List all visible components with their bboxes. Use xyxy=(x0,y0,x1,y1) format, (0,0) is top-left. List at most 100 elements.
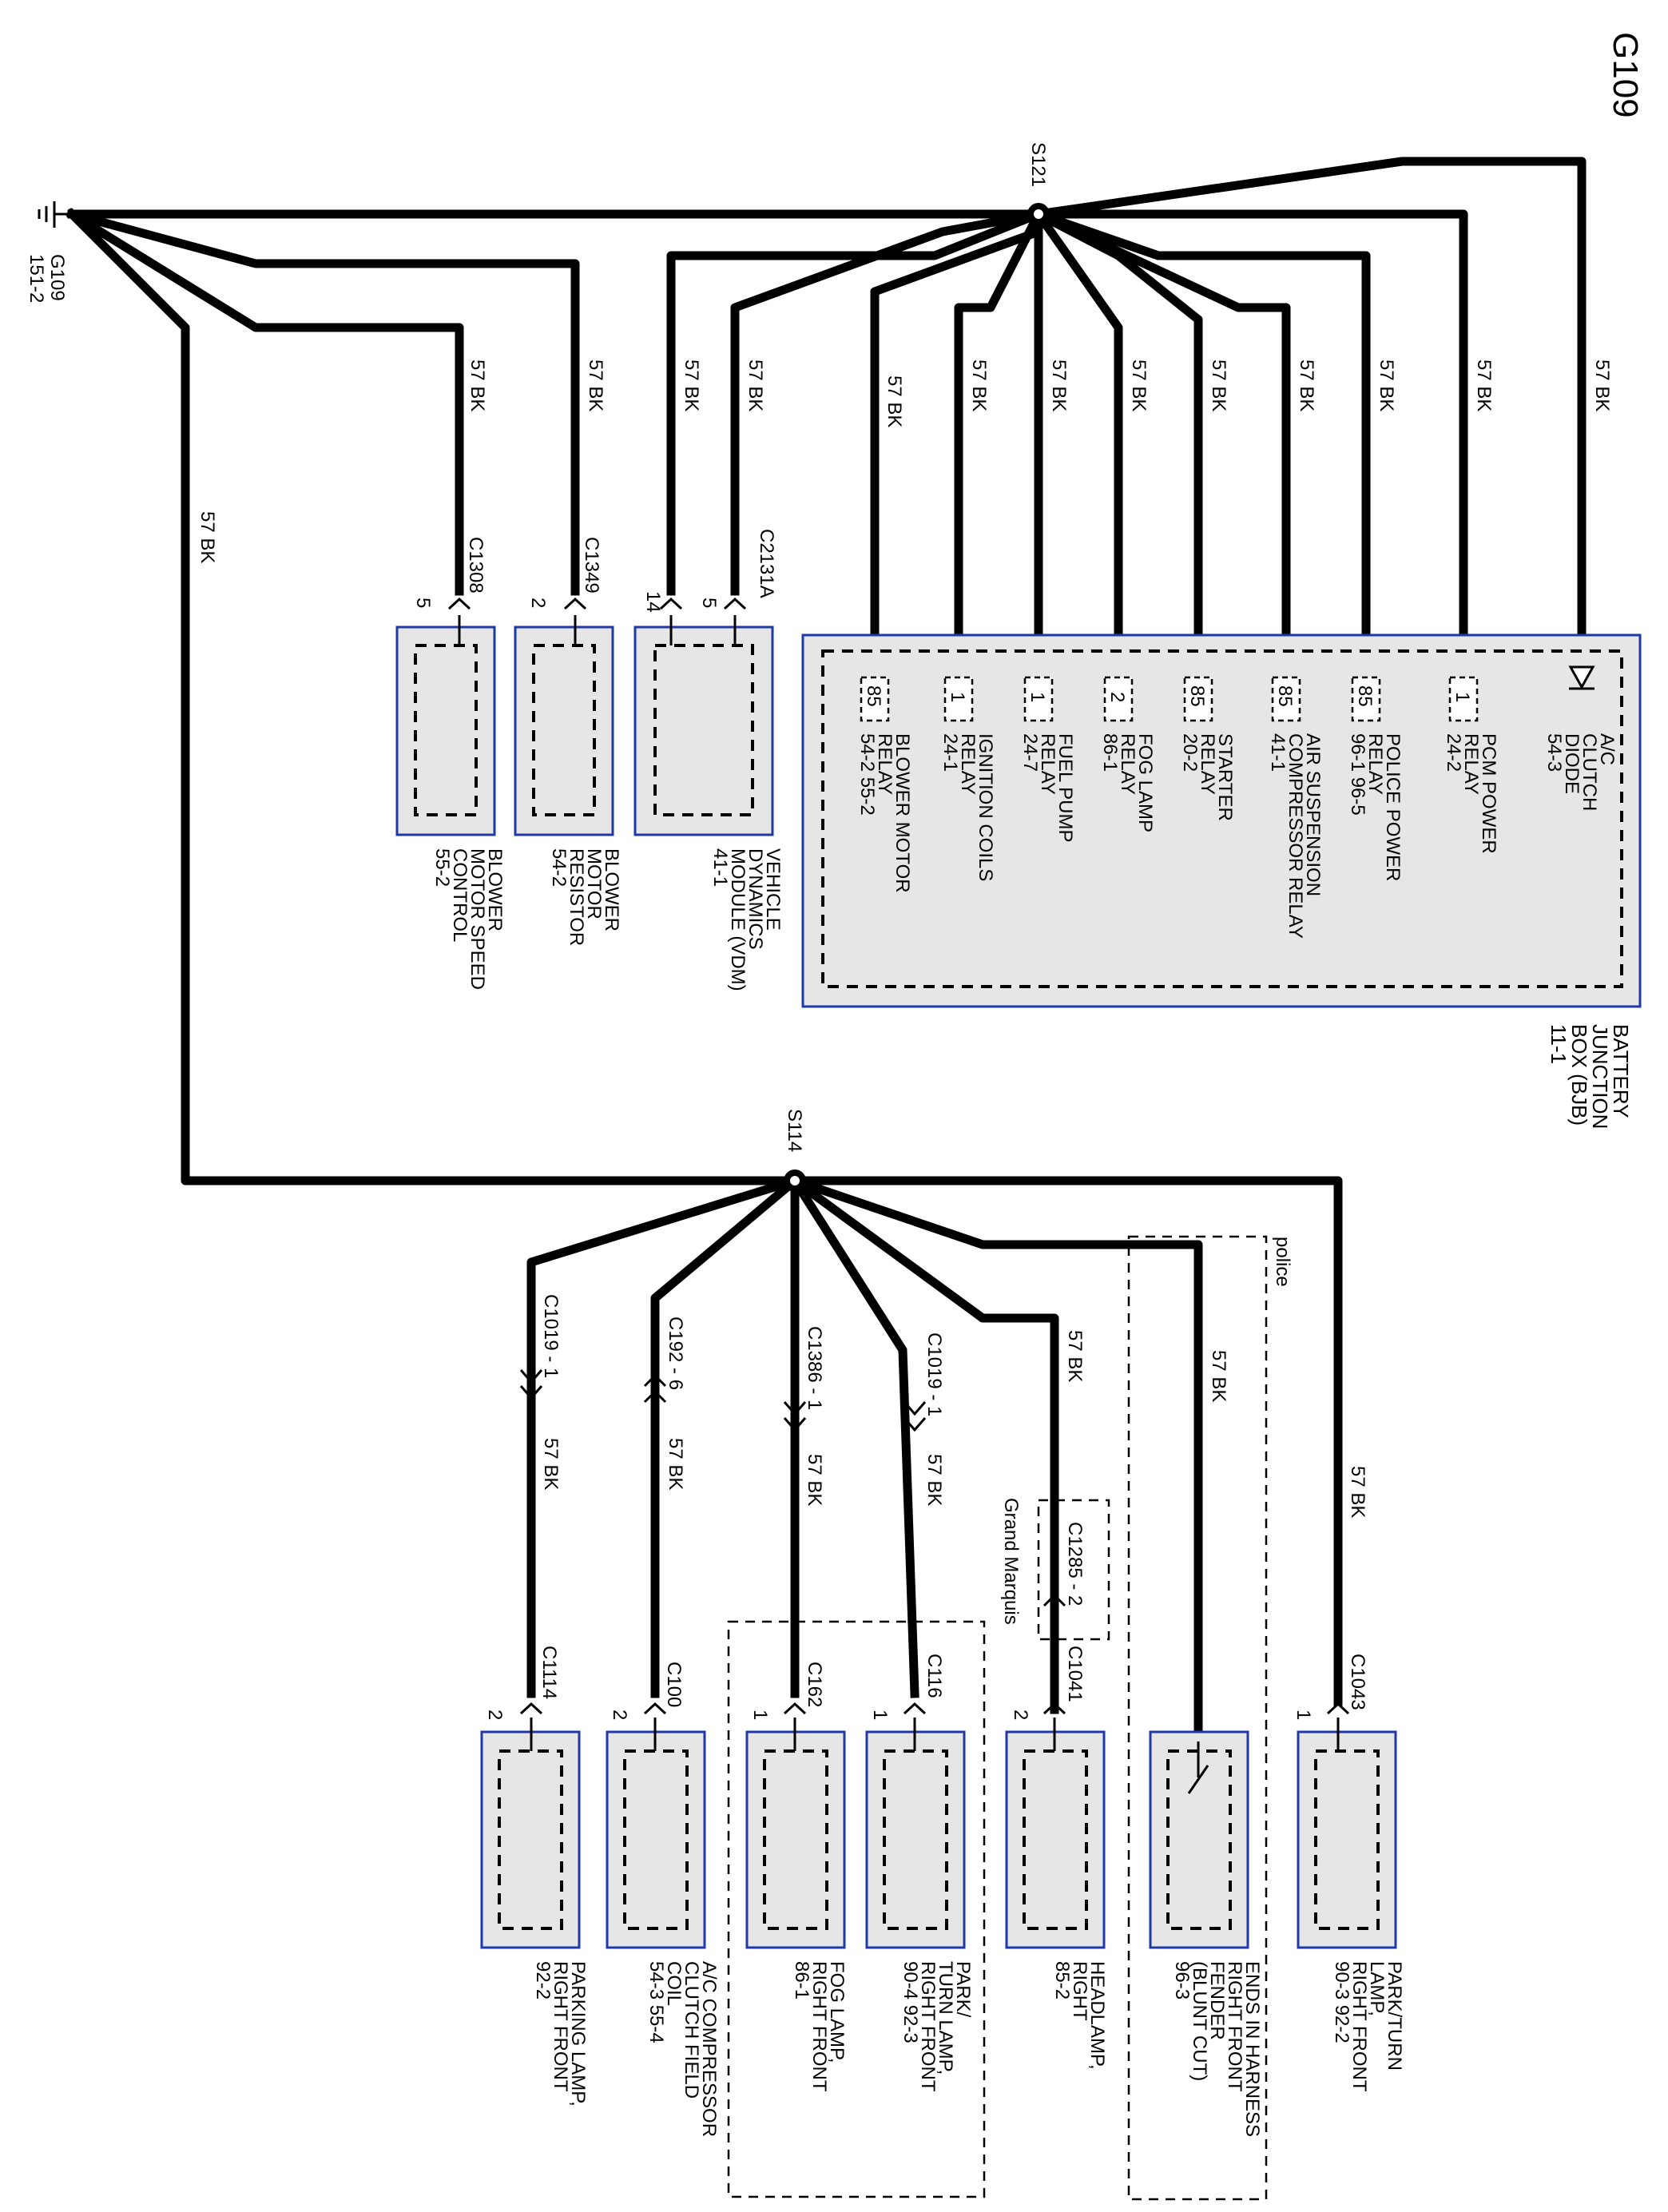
wire-label: 57 BK xyxy=(1296,359,1317,411)
component-label: RIGHT FRONT xyxy=(808,1961,830,2092)
component-label: PARK/ xyxy=(952,1961,974,2018)
relay-label: FUEL PUMP xyxy=(1054,733,1076,842)
relay-label: AIR SUSPENSION xyxy=(1302,733,1324,896)
wire-label: 57 BK xyxy=(665,1438,686,1490)
connector-label: C1349 xyxy=(581,537,602,594)
connector-label: C1041 xyxy=(1064,1646,1086,1702)
wire-label: 57 BK xyxy=(1347,1466,1368,1518)
wire-label: 57 BK xyxy=(1064,1330,1086,1382)
component-label: BLOWER xyxy=(601,848,622,931)
inline-label: C1019 - 1 xyxy=(923,1332,945,1416)
relay-pin: 2 xyxy=(1106,692,1128,702)
wire-label: 57 BK xyxy=(1128,359,1150,411)
option-label: Grand Marquis xyxy=(1000,1498,1022,1625)
relay-label: 41-1 xyxy=(1267,733,1289,772)
bjb-label-line: JUNCTION xyxy=(1588,1024,1612,1129)
police-option-box xyxy=(1127,1235,1268,2201)
connector-pin: 14 xyxy=(642,591,664,613)
relay-label: CLUTCH xyxy=(1579,733,1600,811)
bjb-label-line: BATTERY xyxy=(1609,1024,1633,1118)
connector-pin: 2 xyxy=(609,1710,630,1720)
grand-marquis-box xyxy=(1037,1499,1110,1641)
connector-label: C2131A xyxy=(756,529,777,598)
relay-pin: 1 xyxy=(947,692,968,702)
relay-label: BLOWER MOTOR xyxy=(892,733,913,893)
connector-label: C1308 xyxy=(465,537,486,594)
component-label: FENDER xyxy=(1206,1961,1228,2040)
connector-pin: 2 xyxy=(527,598,549,608)
inline-connector-labels: C1019 - 1 C192 - 6 C1386 - 1 C1019 - 1 C… xyxy=(540,1294,1086,1625)
bjb-relay-pins: 85 1 1 2 85 85 85 1 xyxy=(860,676,1479,722)
component-label: 92-2 xyxy=(532,1961,554,2000)
component-label: 96-3 xyxy=(1171,1961,1193,2000)
relay-label: COMPRESSOR RELAY xyxy=(1285,733,1306,939)
relay-pin: 85 xyxy=(1186,685,1208,707)
upper-component-labels: BLOWER MOTOR SPEED CONTROL 55-2 BLOWER M… xyxy=(431,848,784,991)
splice-s114-label: S114 xyxy=(784,1109,805,1152)
connector-pin: 2 xyxy=(484,1710,506,1720)
wire-label: 57 BK xyxy=(1591,359,1613,411)
component-label: RIGHT xyxy=(1069,1961,1090,2021)
wire-label: 57 BK xyxy=(804,1454,825,1506)
wire-label: 57 BK xyxy=(923,1454,945,1506)
wire-label: 57 BK xyxy=(1376,359,1397,411)
connector-pin: 5 xyxy=(698,598,720,608)
relay-pin: 85 xyxy=(1354,685,1376,707)
component-label: LAMP, xyxy=(1366,1961,1388,2016)
bjb-box xyxy=(801,633,1642,1008)
connector-label: C1043 xyxy=(1347,1654,1368,1710)
component-label: RIGHT FRONT xyxy=(550,1961,571,2092)
component-label: COIL xyxy=(663,1961,685,2006)
component-label: 85-2 xyxy=(1051,1961,1073,2000)
relay-label: 20-2 xyxy=(1179,733,1201,772)
relay-label: FOG LAMP xyxy=(1134,733,1156,832)
relay-label: 54-3 xyxy=(1543,733,1565,772)
component-label: (BLUNT CUT) xyxy=(1189,1961,1210,2081)
wire-label: 57 BK xyxy=(681,359,702,411)
component-label: MOTOR xyxy=(583,848,605,919)
diode-icon xyxy=(1568,665,1595,690)
inline-label: C1285 - 2 xyxy=(1064,1522,1086,1606)
component-label: 90-3 92-2 xyxy=(1331,1961,1352,2043)
bjb-label: BATTERY JUNCTION BOX (BJB) 11-1 xyxy=(1547,1024,1633,1129)
component-label: HEADLAMP, xyxy=(1086,1961,1108,2070)
connector-label: C1114 xyxy=(538,1646,560,1699)
relay-label: RELAY xyxy=(1364,733,1386,795)
relay-label: 24-1 xyxy=(939,733,961,772)
splice-s114-center xyxy=(790,1176,800,1185)
upper-component-boxes xyxy=(395,615,774,836)
option-label: police xyxy=(1272,1237,1293,1287)
inline-label: C1019 - 1 xyxy=(540,1294,562,1378)
relay-pin: 1 xyxy=(1027,692,1048,702)
ground-name: G109 xyxy=(46,254,68,301)
component-label: TURN LAMP, xyxy=(935,1961,956,2075)
relay-label: 54-2 55-2 xyxy=(856,733,878,816)
relay-label: RELAY xyxy=(1197,733,1218,795)
lower-component-labels: PARKING LAMP, RIGHT FRONT 92-2 A/C COMPR… xyxy=(532,1961,1405,2137)
connector-pin: 1 xyxy=(869,1710,891,1720)
wire-label: 57 BK xyxy=(884,375,905,427)
wire-label: 57 BK xyxy=(197,511,218,563)
wire-label: 57 BK xyxy=(1048,359,1070,411)
bjb-label-line: 11-1 xyxy=(1547,1024,1571,1064)
wire-label: 57 BK xyxy=(1473,359,1495,411)
wire-label: 57 BK xyxy=(1208,1350,1229,1402)
s114-wires xyxy=(526,1174,1343,1746)
relay-label: RELAY xyxy=(1037,733,1058,795)
component-label: RIGHT FRONT xyxy=(917,1961,939,2092)
splice-s121-center xyxy=(1034,209,1043,219)
component-label: CONTROL xyxy=(449,848,471,942)
lower-component-boxes xyxy=(480,1718,1397,1949)
relay-label: RELAY xyxy=(1117,733,1138,795)
connector-pin: 2 xyxy=(1010,1710,1031,1720)
relay-label: RELAY xyxy=(957,733,979,795)
wire-label: 57 BK xyxy=(540,1438,562,1490)
relay-label: 96-1 96-5 xyxy=(1347,733,1368,816)
lower-connector-labels: C1114 2 C100 2 C162 1 C116 1 C1041 2 C10… xyxy=(484,1646,1368,1720)
s121-wires xyxy=(666,157,1587,660)
relay-label: POLICE POWER xyxy=(1382,733,1404,881)
wire-label: 57 BK xyxy=(585,359,606,411)
relay-label: 86-1 xyxy=(1099,733,1121,772)
component-label: 54-2 xyxy=(548,848,570,887)
